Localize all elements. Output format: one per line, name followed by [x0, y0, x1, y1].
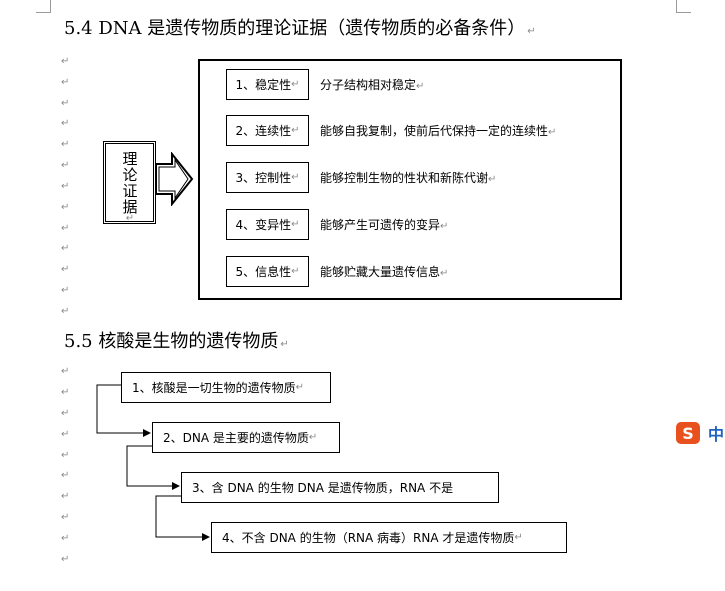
flow-step-3: 3、含 DNA 的生物 DNA 是遗传物质，RNA 不是 [181, 472, 499, 503]
paragraph-mark: ↵ [61, 491, 70, 502]
paragraph-mark: ↵ [61, 77, 70, 88]
paragraph-mark: ↵ [61, 285, 70, 296]
paragraph-mark: ↵ [61, 408, 70, 419]
paragraph-mark: ↵ [61, 118, 70, 129]
paragraph-mark: ↵ [61, 202, 70, 213]
right-arrow-icon [155, 152, 194, 206]
paragraph-mark: ↵ [61, 56, 70, 67]
condition-desc-control: 能够控制生物的性状和新陈代谢↵ [320, 171, 497, 185]
condition-desc-variability: 能够产生可遗传的变异↵ [320, 218, 449, 232]
paragraph-mark: ↵ [61, 470, 70, 481]
paragraph-mark: ↵ [61, 306, 70, 317]
paragraph-mark: ↵ [61, 223, 70, 234]
paragraph-mark: ↵ [61, 533, 70, 544]
flow-step-2: 2、DNA 是主要的遗传物质↵ [152, 422, 340, 453]
conditions-frame [198, 59, 622, 300]
ime-mode-label: 中 [708, 425, 725, 444]
paragraph-mark: ↵ [61, 98, 70, 109]
paragraph-mark: ↵ [61, 512, 70, 523]
paragraph-mark: ↵ [61, 181, 70, 192]
sogou-logo-icon: S [676, 422, 700, 444]
condition-desc-information: 能够贮藏大量遗传信息↵ [320, 265, 449, 279]
condition-label-information: 5、信息性↵ [226, 256, 309, 287]
paragraph-mark: ↵ [61, 160, 70, 171]
flow-step-1: 1、核酸是一切生物的遗传物质↵ [121, 372, 331, 403]
condition-label-continuity: 2、连续性↵ [226, 115, 309, 146]
paragraph-mark: ↵ [61, 264, 70, 275]
condition-desc-continuity: 能够自我复制，使前后代保持一定的连续性↵ [320, 124, 557, 138]
theory-proof-label: 理论证据↵ [122, 150, 138, 224]
paragraph-mark: ↵ [61, 243, 70, 254]
ime-status-badge[interactable]: S 中 [676, 421, 724, 445]
page-corner-mark-left [36, 0, 51, 13]
flow-step-4: 4、不含 DNA 的生物（RNA 病毒）RNA 才是遗传物质↵ [211, 522, 567, 553]
paragraph-mark: ↵ [61, 366, 70, 377]
condition-label-variability: 4、变异性↵ [226, 209, 309, 240]
paragraph-mark: ↵ [61, 554, 70, 565]
paragraph-mark: ↵ [61, 139, 70, 150]
section-5-5-heading: 5.5 核酸是生物的遗传物质↵ [64, 331, 289, 352]
condition-desc-stability: 分子结构相对稳定↵ [320, 78, 425, 92]
page-corner-mark-right [676, 0, 691, 13]
theory-proof-box [103, 141, 156, 224]
section-5-4-heading: 5.4 DNA 是遗传物质的理论证据（遗传物质的必备条件）↵ [64, 18, 536, 39]
paragraph-mark: ↵ [61, 450, 70, 461]
condition-label-control: 3、控制性↵ [226, 162, 309, 193]
paragraph-mark: ↵ [61, 429, 70, 440]
paragraph-mark: ↵ [61, 387, 70, 398]
condition-label-stability: 1、稳定性↵ [226, 69, 309, 100]
